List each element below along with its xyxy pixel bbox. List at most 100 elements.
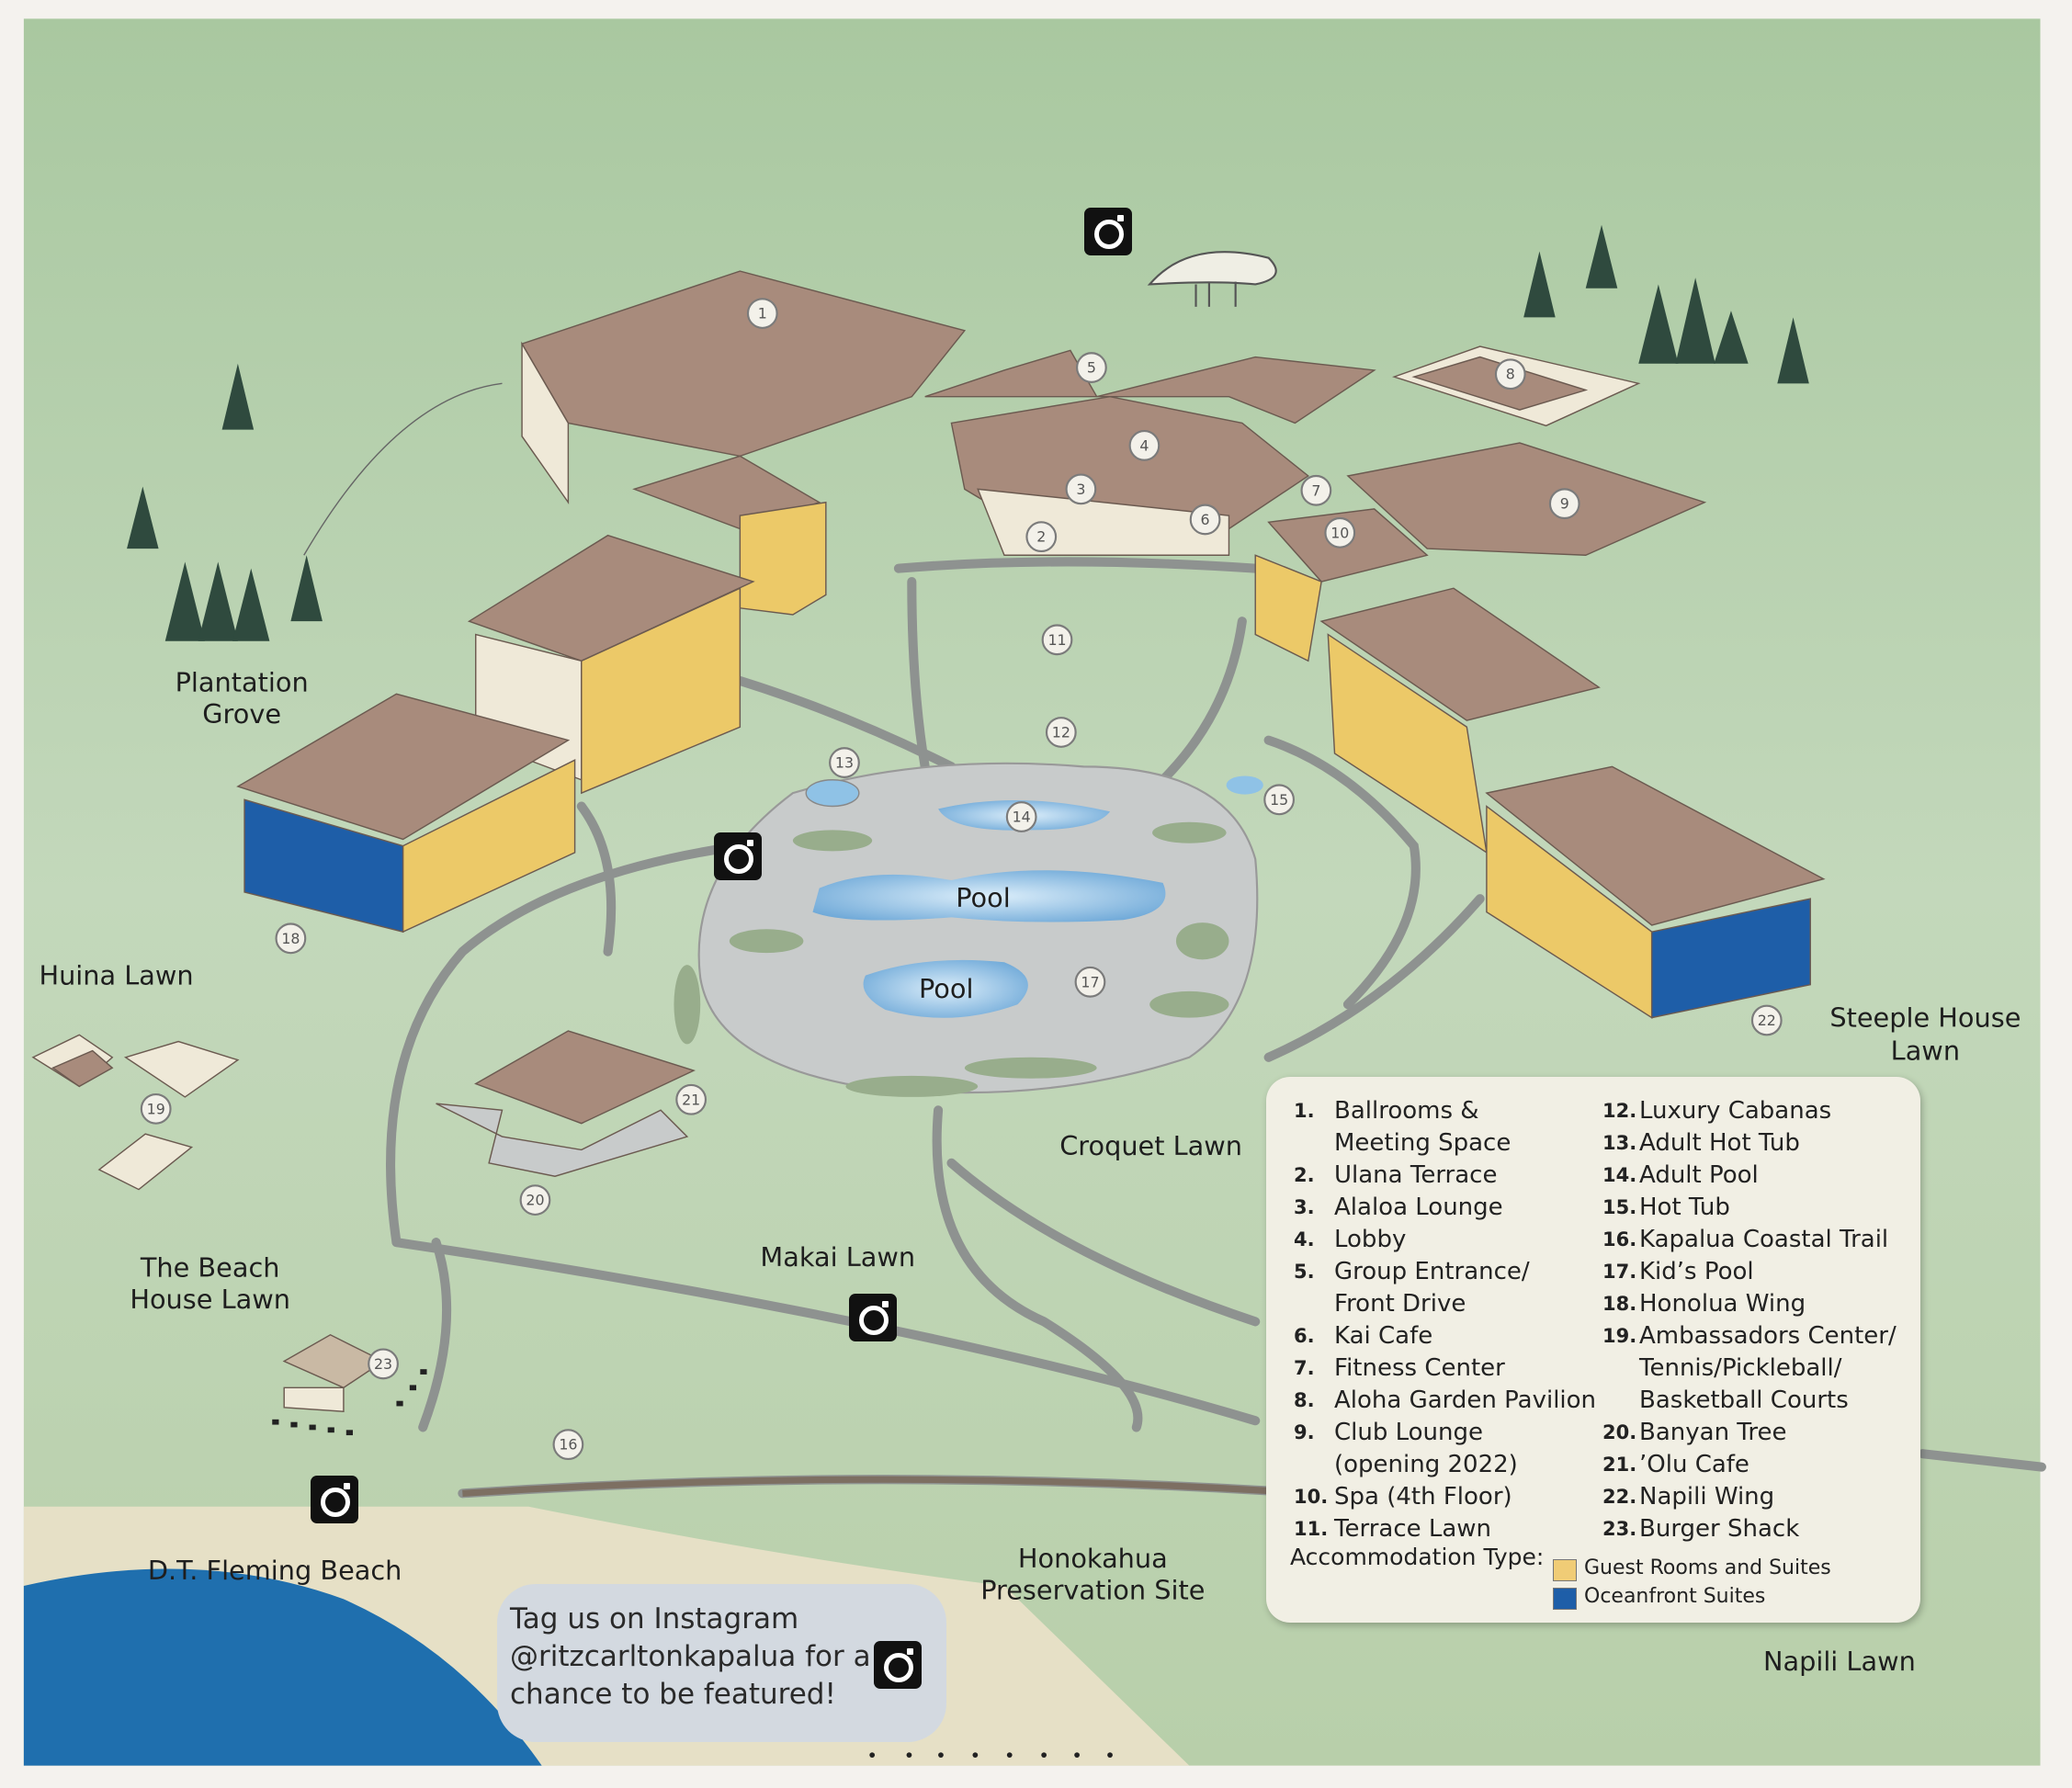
marker-23[interactable]: 23	[368, 1348, 399, 1380]
legend-number: 8.	[1294, 1389, 1315, 1411]
legend-item: 17.Kid’s Pool	[1602, 1256, 1897, 1288]
legend-number: 5.	[1294, 1261, 1315, 1283]
marker-number: 3	[1076, 481, 1085, 498]
marker-number: 16	[559, 1436, 577, 1454]
legend-item: 11.Terrace Lawn	[1294, 1513, 1596, 1545]
legend-number: 6.	[1294, 1325, 1315, 1347]
instagram-icon[interactable]	[849, 1294, 897, 1341]
legend-item: 12.Luxury Cabanas	[1602, 1095, 1897, 1127]
marker-circle	[275, 922, 307, 955]
legend-label: Group Entrance/	[1334, 1258, 1530, 1285]
legend-label-continued: (opening 2022)	[1334, 1451, 1518, 1478]
instagram-handle[interactable]: @ritzcarltonkapalua for a	[510, 1640, 871, 1673]
marker-15[interactable]: 15	[1263, 784, 1296, 816]
marker-22[interactable]: 22	[1750, 1004, 1783, 1036]
marker-7[interactable]: 7	[1300, 474, 1332, 506]
marker-21[interactable]: 21	[675, 1083, 708, 1115]
instagram-icon[interactable]	[1084, 208, 1132, 255]
marker-circle	[1065, 473, 1097, 505]
legend-number: 20.	[1602, 1421, 1637, 1443]
callout-line: Tag us on Instagram	[510, 1602, 799, 1635]
marker-4[interactable]: 4	[1128, 430, 1161, 461]
legend-number: 13.	[1602, 1132, 1637, 1154]
legend-number: 15.	[1602, 1196, 1637, 1218]
legend-item: 16.Kapalua Coastal Trail	[1602, 1224, 1897, 1256]
guest-rooms-label: Guest Rooms and Suites	[1584, 1556, 1831, 1579]
marker-circle	[1025, 521, 1058, 553]
trail-dots	[272, 1369, 1113, 1758]
legend-item: 1.Ballrooms &	[1294, 1095, 1596, 1127]
legend-label: Honolua Wing	[1639, 1290, 1806, 1318]
legend-label-continued: Basketball Courts	[1639, 1386, 1849, 1414]
marker-8[interactable]: 8	[1494, 358, 1526, 390]
legend-number: 2.	[1294, 1164, 1315, 1186]
marker-number: 13	[835, 754, 854, 772]
marker-16[interactable]: 16	[552, 1429, 584, 1461]
instagram-icon[interactable]	[874, 1641, 922, 1689]
legend-label: ’Olu Cafe	[1639, 1451, 1749, 1478]
legend-label: Hot Tub	[1639, 1194, 1730, 1221]
legend-item: 14.Adult Pool	[1602, 1160, 1897, 1192]
legend-item: 19.Ambassadors Center/	[1602, 1320, 1897, 1352]
marker-circle	[1189, 504, 1221, 536]
legend-item: 23.Burger Shack	[1602, 1513, 1897, 1545]
legend-item: 10.Spa (4th Floor)	[1294, 1481, 1596, 1513]
marker-circle	[552, 1429, 584, 1461]
legend-number: 4.	[1294, 1228, 1315, 1250]
legend-number: 14.	[1602, 1164, 1637, 1186]
legend-label: Ambassadors Center/	[1639, 1322, 1897, 1350]
marker-18[interactable]: 18	[275, 922, 307, 955]
accommodation-type-label: Accommodation Type:	[1290, 1544, 1545, 1570]
legend-label: Fitness Center	[1334, 1354, 1505, 1382]
label-croquet-lawn: Croquet Lawn	[1059, 1130, 1242, 1161]
marker-number: 6	[1201, 511, 1210, 528]
legend-item: 13.Adult Hot Tub	[1602, 1127, 1897, 1160]
label-pool: Pool	[919, 973, 973, 1004]
marker-10[interactable]: 10	[1324, 516, 1356, 549]
label-napili-lawn: Napili Lawn	[1763, 1646, 1916, 1677]
adult-hot-tub	[805, 779, 860, 808]
marker-circle	[368, 1348, 399, 1380]
marker-circle	[1041, 624, 1073, 656]
label-beach-house-lawn: House Lawn	[130, 1284, 290, 1315]
marker-11[interactable]: 11	[1041, 624, 1073, 656]
legend-label: Kid’s Pool	[1639, 1258, 1754, 1285]
marker-circle	[1005, 801, 1037, 832]
marker-2[interactable]: 2	[1025, 521, 1058, 553]
label-steeple-house-lawn: Lawn	[1891, 1035, 1960, 1067]
instagram-icon[interactable]	[311, 1476, 358, 1523]
legend-label: Lobby	[1334, 1226, 1407, 1253]
marker-20[interactable]: 20	[519, 1184, 551, 1216]
legend-label: Club Lounge	[1334, 1419, 1484, 1446]
marker-9[interactable]: 9	[1548, 488, 1580, 520]
instagram-icon[interactable]	[714, 832, 762, 880]
legend-number: 11.	[1294, 1518, 1329, 1540]
legend-label-continued: Tennis/Pickleball/	[1639, 1354, 1842, 1382]
marker-19[interactable]: 19	[140, 1092, 172, 1125]
banyan-tree-icon	[1147, 251, 1277, 307]
legend-label: Adult Pool	[1639, 1161, 1759, 1189]
legend-label: Spa (4th Floor)	[1334, 1483, 1512, 1511]
legend-item: 15.Hot Tub	[1602, 1192, 1897, 1224]
marker-6[interactable]: 6	[1189, 504, 1221, 536]
legend-item: 20.Banyan Tree	[1602, 1417, 1897, 1449]
marker-circle	[1076, 352, 1107, 383]
marker-14[interactable]: 14	[1005, 801, 1037, 832]
legend-label: Luxury Cabanas	[1639, 1097, 1832, 1125]
marker-1[interactable]: 1	[746, 298, 778, 329]
legend-label-continued: Meeting Space	[1334, 1129, 1512, 1157]
legend-item: 22.Napili Wing	[1602, 1481, 1897, 1513]
label-plantation-grove: Grove	[202, 698, 281, 730]
marker-3[interactable]: 3	[1065, 473, 1097, 505]
marker-17[interactable]: 17	[1074, 966, 1106, 998]
guest-rooms-swatch	[1553, 1559, 1577, 1581]
marker-5[interactable]: 5	[1076, 352, 1107, 383]
marker-13[interactable]: 13	[829, 747, 860, 778]
marker-circle	[1324, 516, 1356, 549]
legend-number: 19.	[1602, 1325, 1637, 1347]
marker-12[interactable]: 12	[1045, 717, 1077, 748]
marker-circle	[829, 747, 860, 778]
